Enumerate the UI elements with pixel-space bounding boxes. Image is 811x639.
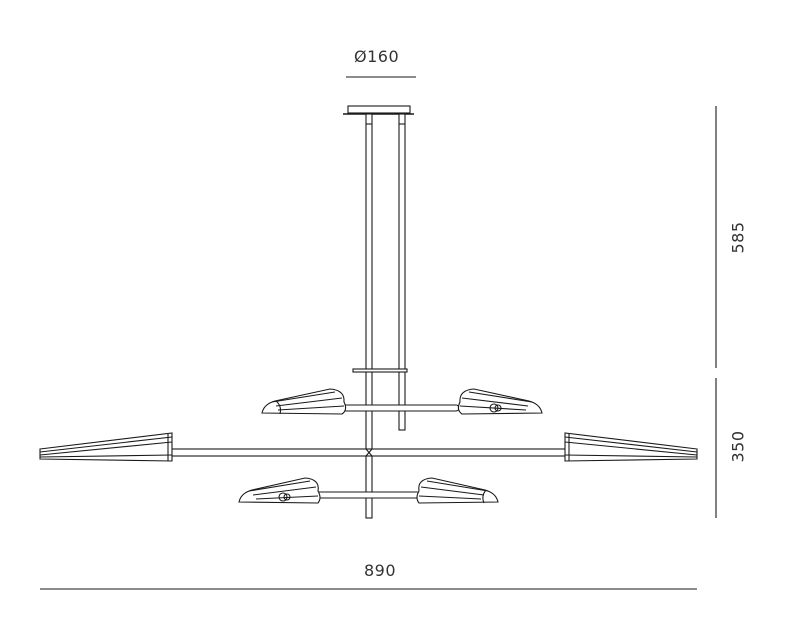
suspension-rods [352,113,408,519]
shade-upper-right [457,388,543,415]
shade-large-left [39,432,173,462]
height-upper-label: 585 [728,221,748,254]
shade-lower-left [238,477,321,504]
shade-lower-right [416,477,499,504]
shade-upper-left [261,388,347,415]
diameter-label: Ø160 [354,47,400,66]
height-lower-label: 350 [728,430,748,463]
canopy [343,105,414,115]
upper-arm [342,404,460,412]
width-label: 890 [364,561,397,580]
shade-large-right [564,432,698,462]
